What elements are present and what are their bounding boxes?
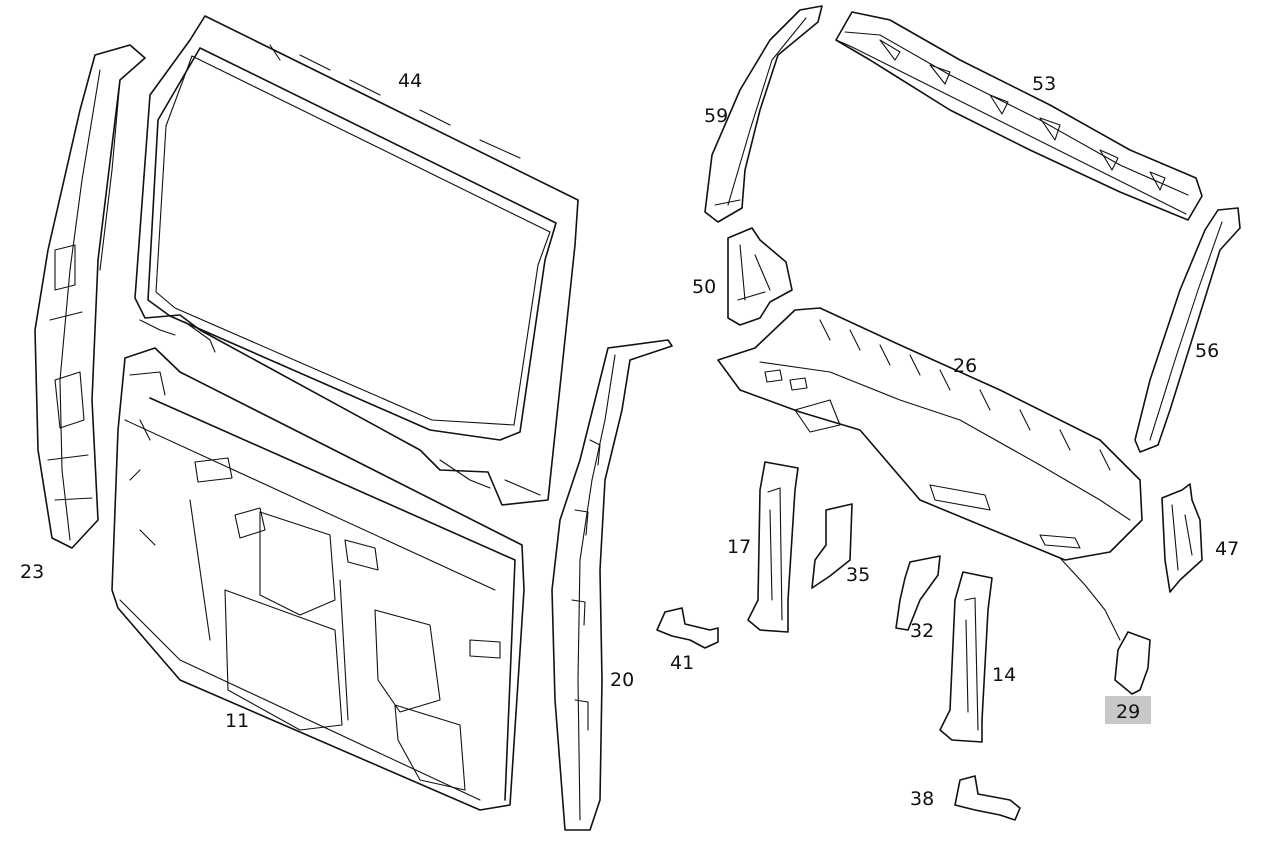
part-47-bracket[interactable] [1161,483,1203,593]
callout-35: 35 [846,564,870,586]
callout-11: 11 [225,710,249,732]
part-44-windshield-frame[interactable] [134,15,579,506]
part-23-left-pillar[interactable] [34,44,146,549]
callout-23: 23 [20,561,44,583]
part-53-roof-crossmember[interactable] [835,11,1203,221]
callout-47: 47 [1215,538,1239,560]
part-50-bracket[interactable] [727,227,793,326]
part-17-support[interactable] [747,461,799,633]
callout-29: 29 [1116,701,1140,723]
part-32-bracket[interactable] [895,555,941,631]
part-56-right-pillar[interactable] [1134,207,1241,453]
callout-32: 32 [910,620,934,642]
part-35-panel[interactable] [811,503,853,589]
callout-26: 26 [953,355,977,377]
callout-29-highlight [1105,696,1151,724]
callout-59: 59 [704,105,728,127]
callout-17: 17 [727,536,751,558]
callout-14: 14 [992,664,1016,686]
part-26-dash-crossmember[interactable] [717,307,1143,561]
part-11-front-panel[interactable] [111,347,525,811]
callout-38: 38 [910,788,934,810]
part-14-support[interactable] [939,571,993,743]
callout-53: 53 [1032,73,1056,95]
part-20-right-pillar[interactable] [551,339,673,831]
callout-56: 56 [1195,340,1219,362]
part-29-bracket[interactable] [1059,557,1151,695]
callout-20: 20 [610,669,634,691]
callout-44: 44 [398,70,422,92]
part-59-upper-pillar[interactable] [704,5,823,223]
callout-41: 41 [670,652,694,674]
part-38-bracket[interactable] [954,775,1021,821]
callout-50: 50 [692,276,716,298]
part-41-bracket[interactable] [656,607,719,649]
